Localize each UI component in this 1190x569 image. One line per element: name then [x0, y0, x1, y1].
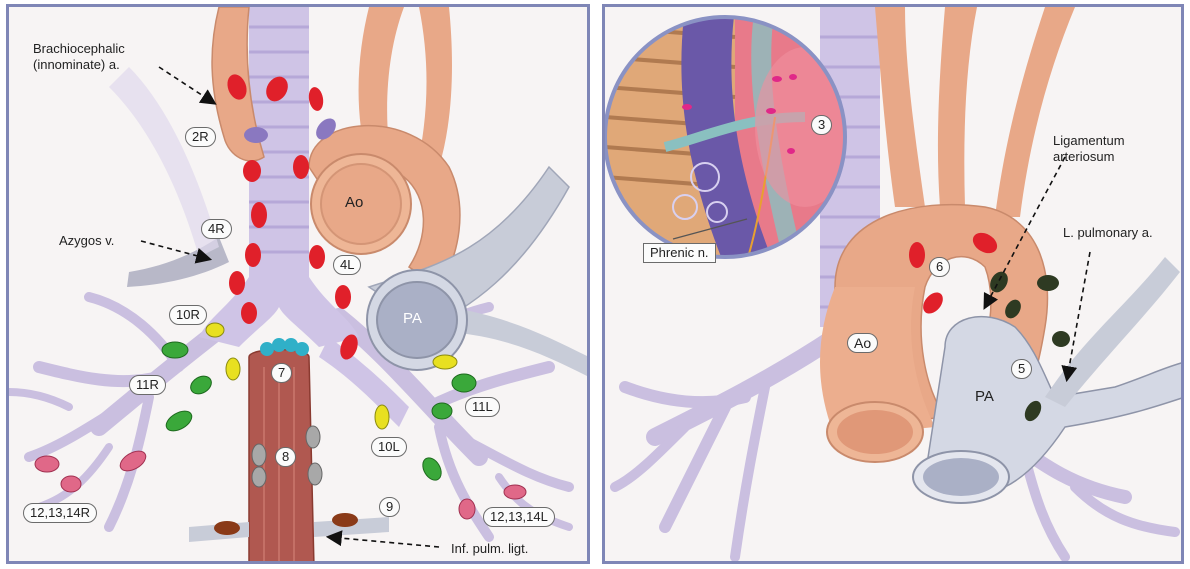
lymph-node-green [419, 455, 445, 484]
pulmonary-artery-label: PA [403, 311, 422, 326]
lymph-node-gray [252, 444, 266, 466]
station-label-9: 9 [379, 497, 400, 517]
station-label-11L: 11L [465, 397, 500, 417]
ligamentum-annotation-line1: Ligamentum [1053, 133, 1125, 148]
lymph-node-yellow [375, 405, 389, 429]
aortic-branch [938, 7, 977, 207]
right-anatomy-illustration [605, 7, 1184, 564]
aortic-branch [995, 7, 1075, 217]
station-label-10L: 10L [371, 437, 407, 457]
lymph-node-violet [244, 127, 268, 143]
lymph-node-red [229, 271, 245, 295]
lymph-node-gray [252, 467, 266, 487]
lymph-node-green [162, 342, 188, 358]
station-label-3: 3 [811, 115, 832, 135]
lymph-node-yellow [206, 323, 224, 337]
azygos-annotation: Azygos v. [59, 233, 114, 248]
left-diagram-panel: Ao PA Brachiocephalic (innominate) a. Az… [6, 4, 590, 564]
inset-magnified-view [605, 7, 855, 267]
station-label-4L: 4L [333, 255, 361, 275]
l-pulmonary-annotation: L. pulmonary a. [1063, 225, 1153, 240]
lymph-node-yellow [433, 355, 457, 369]
station-label-5: 5 [1011, 359, 1032, 379]
station-label-7: 7 [271, 363, 292, 383]
lymph-node-red [309, 245, 325, 269]
lymph-node-pink [459, 499, 475, 519]
station-label-11R: 11R [129, 375, 166, 395]
station-label-12-13-14L: 12,13,14L [483, 507, 555, 527]
lymph-node-red [335, 285, 351, 309]
lymph-node-brown [214, 521, 240, 535]
lymph-node-red [241, 302, 257, 324]
lymph-node-red [245, 243, 261, 267]
arrow-inf-pulm [329, 537, 439, 547]
lymph-node-cyan [260, 342, 274, 356]
aorta-label: Ao [847, 333, 878, 353]
lymph-node-gray [306, 426, 320, 448]
lymph-node-red [307, 86, 325, 112]
pulmonary-artery-label: PA [975, 389, 994, 404]
lymph-node-yellow [226, 358, 240, 380]
lymph-node-green [163, 407, 195, 435]
lymph-node-cyan [295, 342, 309, 356]
station-label-12-13-14R: 12,13,14R [23, 503, 97, 523]
left-anatomy-illustration [9, 7, 590, 564]
inf-pulm-annotation: Inf. pulm. ligt. [451, 541, 528, 556]
lymph-node-red [909, 242, 925, 268]
arrow-brachiocephalic [159, 67, 214, 103]
aortic-branch [875, 7, 925, 207]
station-label-4R: 4R [201, 219, 232, 239]
station-label-2R: 2R [185, 127, 216, 147]
lymph-node-dark [1052, 331, 1070, 347]
brachiocephalic-annotation-line1: Brachiocephalic [33, 41, 125, 56]
lymph-node-cyan [272, 338, 286, 352]
lymph-node-dark [1037, 275, 1059, 291]
lymph-node-pink [504, 485, 526, 499]
lymph-node-red [243, 160, 261, 182]
lymph-node-red [293, 155, 309, 179]
station-label-6: 6 [929, 257, 950, 277]
station-label-8: 8 [275, 447, 296, 467]
lymph-node-green [187, 373, 214, 398]
lymph-node-pink [35, 456, 59, 472]
lymph-node-pink [61, 476, 81, 492]
aorta-label: Ao [345, 195, 363, 210]
lymph-node-green [452, 374, 476, 392]
lymph-node-brown [332, 513, 358, 527]
ligamentum-annotation-line2: arteriosum [1053, 149, 1114, 164]
lymph-node-red [251, 202, 267, 228]
lymph-node-gray [308, 463, 322, 485]
phrenic-annotation: Phrenic n. [643, 243, 716, 263]
station-label-10R: 10R [169, 305, 207, 325]
lymph-node-green [432, 403, 452, 419]
brachiocephalic-annotation-line2: (innominate) a. [33, 57, 120, 72]
right-diagram-panel: Ao PA 3 6 5 Ligamentum arteriosum L. pul… [602, 4, 1184, 564]
